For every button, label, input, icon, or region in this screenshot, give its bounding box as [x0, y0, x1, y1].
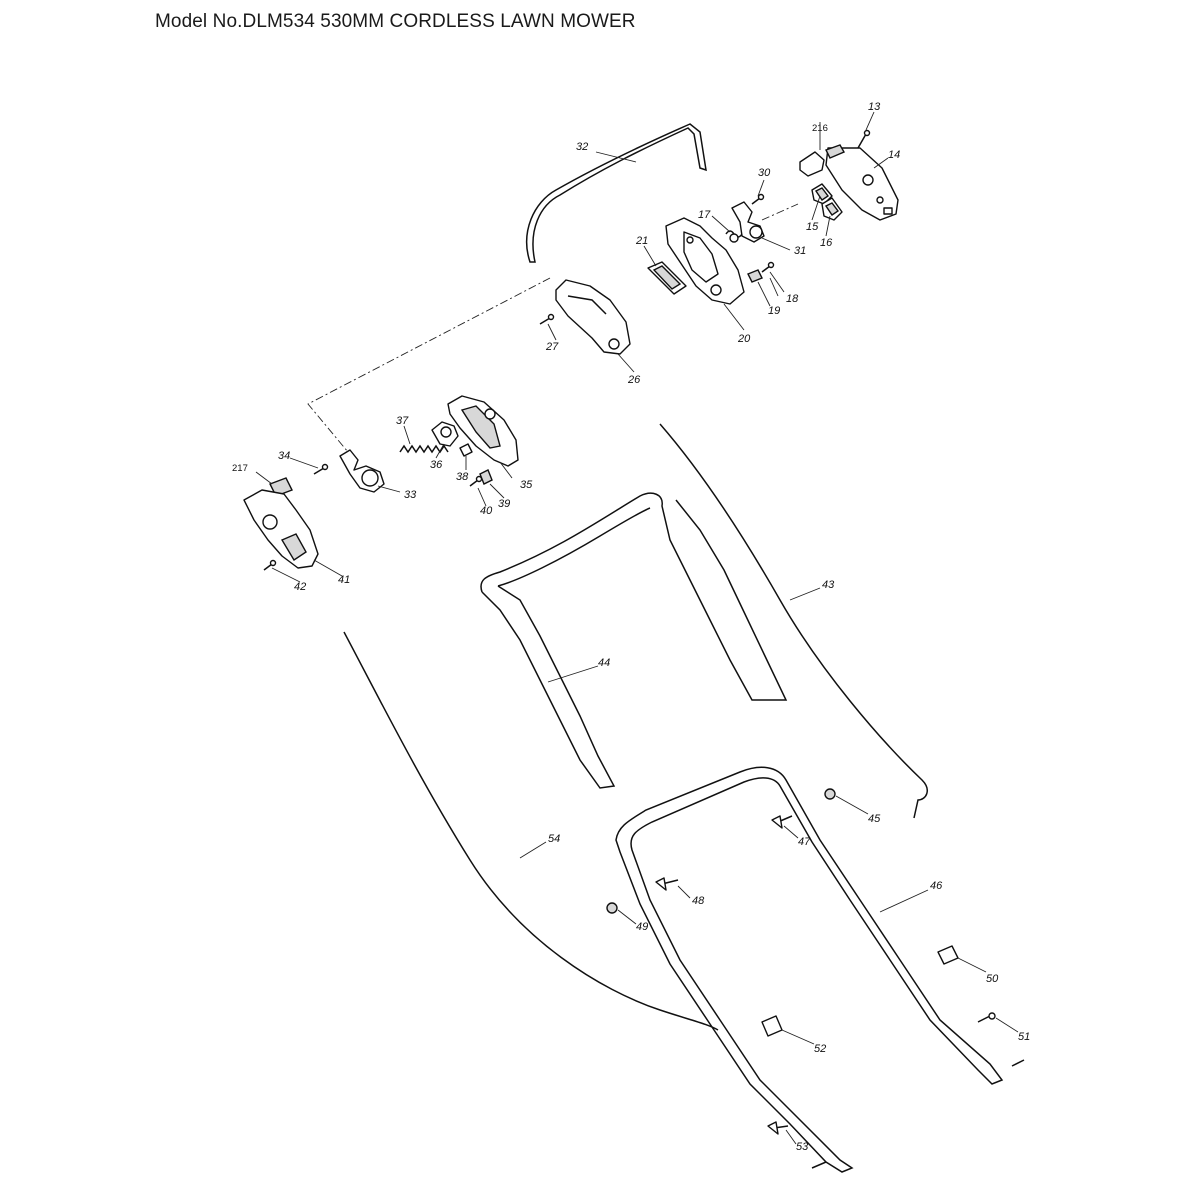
callout-54: 54 [548, 833, 560, 845]
part-37-spring [399, 444, 449, 454]
callout-15: 15 [806, 221, 819, 233]
callout-40: 40 [480, 505, 493, 517]
part-43-cable [659, 423, 928, 819]
part-54-cable [343, 631, 719, 1031]
part-17-spring [725, 230, 743, 243]
part-26-cover [555, 279, 631, 355]
part-20-switch-housing [665, 217, 745, 305]
callout-labels: 13 14 15 16 17 18 19 20 21 26 27 30 31 3… [232, 101, 1030, 1153]
callout-47: 47 [798, 836, 811, 848]
part-40-screw [469, 475, 483, 487]
part-38-clip [459, 443, 473, 457]
callout-19: 19 [768, 305, 780, 317]
callout-45: 45 [868, 813, 881, 825]
part-19-nut [747, 269, 763, 283]
part-41-housing-cover [243, 489, 319, 569]
part-33-lever-clamp [339, 449, 385, 493]
callout-18: 18 [786, 293, 799, 305]
callout-35: 35 [520, 479, 533, 491]
callout-36: 36 [430, 459, 443, 471]
part-14-cover [825, 144, 899, 221]
callout-216: 216 [812, 123, 828, 134]
part-53-bolt [767, 1121, 789, 1135]
callout-17: 17 [698, 209, 711, 221]
callout-21: 21 [635, 235, 648, 247]
callout-42: 42 [294, 581, 306, 593]
callout-30: 30 [758, 167, 771, 179]
part-44-upper-handle [480, 492, 788, 789]
part-216-cap [799, 151, 825, 177]
callout-217: 217 [232, 463, 248, 474]
callout-52: 52 [814, 1043, 826, 1055]
part-16-button [821, 197, 843, 221]
part-45-nut [824, 788, 836, 800]
callout-34: 34 [278, 450, 290, 462]
callout-16: 16 [820, 237, 833, 249]
callout-46: 46 [930, 880, 943, 892]
callout-14: 14 [888, 149, 900, 161]
part-39-nut [479, 469, 493, 485]
part-51-bolt [977, 1012, 996, 1023]
callout-43: 43 [822, 579, 835, 591]
leader-lines [255, 111, 1019, 1145]
part-50-clip [937, 945, 959, 965]
callout-31: 31 [794, 245, 806, 257]
part-36-cam [431, 421, 459, 447]
callout-53: 53 [796, 1141, 809, 1153]
callout-20: 20 [737, 333, 751, 345]
callout-13: 13 [868, 101, 881, 113]
callout-41: 41 [338, 574, 350, 586]
part-21-plate [647, 261, 687, 295]
part-27-screw [539, 313, 555, 325]
part-52-clip [761, 1015, 783, 1037]
part-13-screw [857, 129, 871, 149]
part-49-knob [606, 902, 618, 914]
callout-27: 27 [545, 341, 559, 353]
part-18-screw [761, 261, 775, 273]
callout-44: 44 [598, 657, 610, 669]
part-47-bolt [771, 815, 793, 829]
callout-51: 51 [1018, 1031, 1030, 1043]
part-32-bail-lever [526, 123, 707, 263]
part-34-screw [313, 463, 329, 475]
part-35-housing [447, 395, 519, 467]
part-31-lever-clamp [731, 201, 765, 243]
callout-32: 32 [576, 141, 588, 153]
callout-26: 26 [627, 374, 641, 386]
callout-37: 37 [396, 415, 409, 427]
part-bolt-lower-left [811, 1161, 827, 1169]
part-48-bolt [655, 877, 679, 891]
callout-39: 39 [498, 498, 510, 510]
callout-50: 50 [986, 973, 999, 985]
diagram-title: Model No.DLM534 530MM CORDLESS LAWN MOWE… [155, 11, 636, 32]
part-46-lower-handle [615, 766, 1004, 1173]
part-30-screw [751, 193, 765, 205]
callout-49: 49 [636, 921, 648, 933]
callout-38: 38 [456, 471, 469, 483]
callout-48: 48 [692, 895, 705, 907]
callout-33: 33 [404, 489, 417, 501]
part-bolt-lower-right [1011, 1059, 1025, 1067]
part-42-screw [263, 559, 277, 571]
